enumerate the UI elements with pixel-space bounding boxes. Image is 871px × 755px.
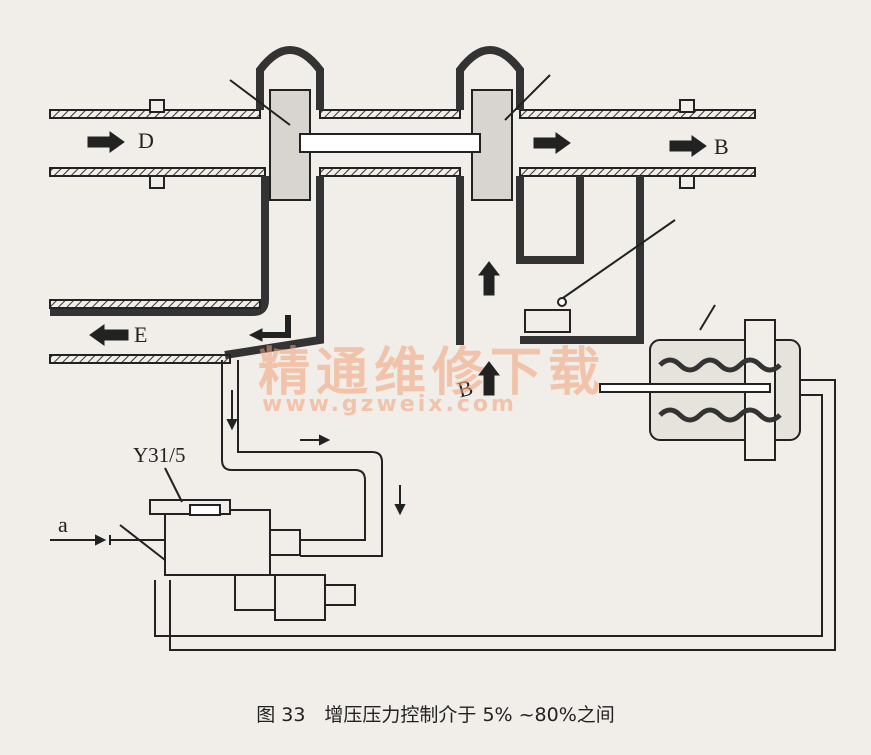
arrow-hose-down-left (226, 390, 238, 431)
arrow-turbine-up (477, 261, 501, 296)
flow-arrows (50, 131, 707, 546)
watermark-chinese: 精通维修下载 (258, 343, 607, 403)
lower-duct (49, 299, 261, 364)
vacuum-hoses (154, 360, 836, 651)
label-solenoid-valve: Y31/5 (133, 443, 186, 467)
turbo-shaft (299, 133, 481, 153)
solenoid-valve (109, 499, 356, 621)
label-e: E (134, 322, 148, 347)
flanges (149, 99, 695, 189)
arrow-a-in (50, 534, 107, 546)
arrow-b-right (669, 135, 707, 157)
arrow-outlet-right (533, 132, 571, 154)
watermark-url: www.gzweix.com (262, 392, 517, 417)
label-a: a (58, 512, 68, 537)
component-leader-line (164, 467, 183, 503)
arrow-e-left (89, 324, 129, 346)
arrow-hose-right (300, 434, 331, 446)
label-d: D (138, 128, 154, 153)
turbine-housing (456, 46, 644, 345)
pressure-actuator (599, 304, 801, 461)
label-b-outlet: B (714, 134, 729, 159)
arrow-d-right (87, 131, 125, 153)
figure-caption: 图 33 增压压力控制介于 5% ~80%之间 (256, 704, 615, 726)
arrow-hose-down (394, 485, 406, 516)
arrow-b-up (477, 361, 501, 396)
arrow-compressor-turn (248, 315, 291, 342)
wastegate-flap (524, 219, 676, 333)
compressor-housing (50, 46, 324, 359)
